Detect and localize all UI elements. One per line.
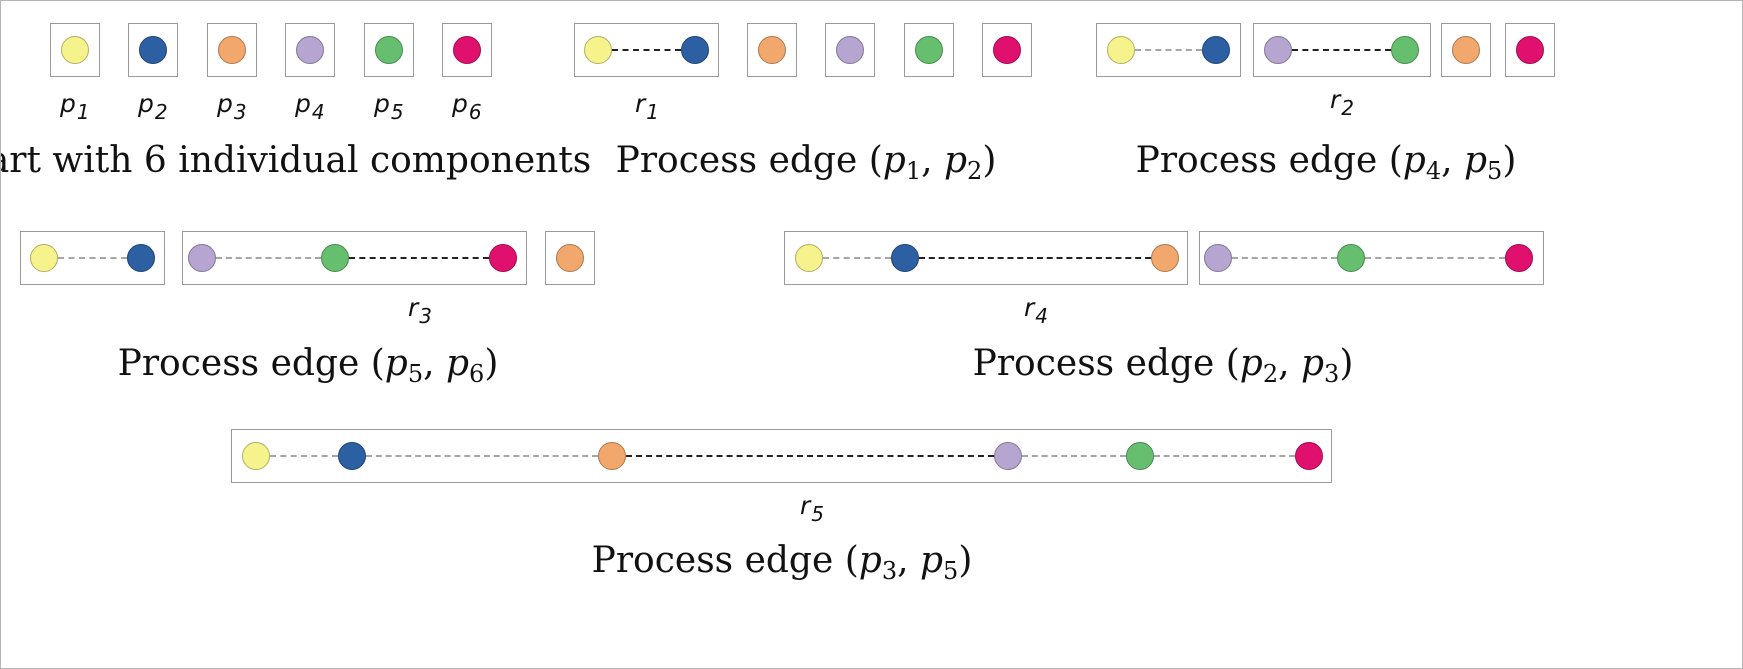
node-p4 bbox=[1264, 36, 1292, 64]
node-label-p5: p5 bbox=[374, 89, 404, 124]
node-label-p6: p6 bbox=[452, 89, 482, 124]
existing-edge bbox=[1135, 49, 1202, 51]
node-p4 bbox=[1204, 244, 1232, 272]
node-p1 bbox=[30, 244, 58, 272]
node-p2 bbox=[338, 442, 366, 470]
node-label-p3: p3 bbox=[217, 89, 247, 124]
merge-edge bbox=[1292, 49, 1391, 51]
node-label-p4: p4 bbox=[295, 89, 325, 124]
component-box bbox=[747, 23, 797, 77]
merge-edge bbox=[612, 49, 681, 51]
node-p4 bbox=[994, 442, 1022, 470]
existing-edge bbox=[1365, 257, 1505, 259]
merge-edge bbox=[349, 257, 489, 259]
existing-edge bbox=[58, 257, 127, 259]
existing-edge bbox=[366, 455, 598, 457]
node-p5 bbox=[321, 244, 349, 272]
step-caption: Process edge (p5, p6) bbox=[117, 343, 499, 389]
node-p6 bbox=[453, 36, 481, 64]
component-box bbox=[1505, 23, 1555, 77]
node-p2 bbox=[139, 36, 167, 64]
node-p2 bbox=[891, 244, 919, 272]
component-box bbox=[50, 23, 100, 77]
node-p5 bbox=[915, 36, 943, 64]
merged-label: r5 bbox=[800, 491, 825, 526]
merged-label: r4 bbox=[1024, 293, 1049, 328]
node-p1 bbox=[1107, 36, 1135, 64]
merged-label: r2 bbox=[1330, 85, 1355, 120]
existing-edge bbox=[1232, 257, 1337, 259]
node-p1 bbox=[61, 36, 89, 64]
node-p5 bbox=[1337, 244, 1365, 272]
merge-edge bbox=[919, 257, 1151, 259]
node-p5 bbox=[1126, 442, 1154, 470]
existing-edge bbox=[823, 257, 891, 259]
component-box bbox=[1441, 23, 1491, 77]
node-p6 bbox=[1295, 442, 1323, 470]
node-p4 bbox=[836, 36, 864, 64]
merged-label: r3 bbox=[408, 293, 433, 328]
node-p5 bbox=[375, 36, 403, 64]
node-p4 bbox=[188, 244, 216, 272]
node-p4 bbox=[296, 36, 324, 64]
node-p3 bbox=[218, 36, 246, 64]
merged-label: r1 bbox=[635, 89, 660, 124]
node-p6 bbox=[993, 36, 1021, 64]
node-p3 bbox=[598, 442, 626, 470]
existing-edge bbox=[1154, 455, 1295, 457]
node-p5 bbox=[1391, 36, 1419, 64]
node-p6 bbox=[1516, 36, 1544, 64]
node-p2 bbox=[681, 36, 709, 64]
step-caption: Process edge (p3, p5) bbox=[591, 540, 973, 586]
step-caption: Process edge (p4, p5) bbox=[1135, 140, 1517, 186]
step-caption: Process edge (p2, p3) bbox=[972, 343, 1354, 389]
node-p3 bbox=[1151, 244, 1179, 272]
step-caption: Process edge (p1, p2) bbox=[615, 140, 997, 186]
node-p6 bbox=[489, 244, 517, 272]
existing-edge bbox=[1022, 455, 1126, 457]
node-label-p1: p1 bbox=[60, 89, 90, 124]
node-p3 bbox=[556, 244, 584, 272]
node-p6 bbox=[1505, 244, 1533, 272]
merge-edge bbox=[626, 455, 994, 457]
node-label-p2: p2 bbox=[138, 89, 168, 124]
node-p2 bbox=[1202, 36, 1230, 64]
step-caption: Start with 6 individual components bbox=[0, 140, 592, 181]
node-p1 bbox=[242, 442, 270, 470]
node-p1 bbox=[584, 36, 612, 64]
node-p2 bbox=[127, 244, 155, 272]
node-p3 bbox=[1452, 36, 1480, 64]
existing-edge bbox=[216, 257, 321, 259]
node-p1 bbox=[795, 244, 823, 272]
existing-edge bbox=[270, 455, 338, 457]
node-p3 bbox=[758, 36, 786, 64]
